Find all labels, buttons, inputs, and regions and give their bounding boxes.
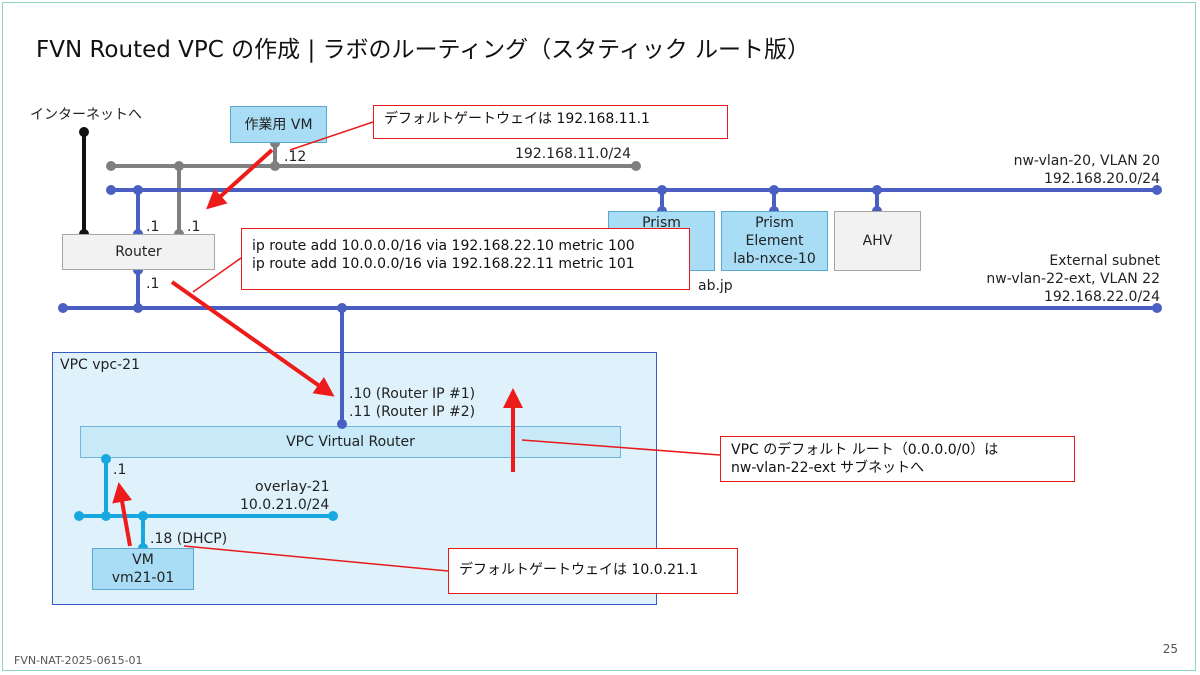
vm-gw-text: デフォルトゲートウェイは 10.0.21.1 (459, 562, 699, 578)
internet-uplink-node-top (79, 127, 89, 137)
arrow-vm-to-gateway (112, 482, 132, 547)
page-number: 25 (1162, 642, 1178, 656)
work-vm-gw-text: デフォルトゲートウェイは 192.168.11.1 (384, 111, 650, 127)
vlan-20-subnet-label: 192.168.20.0/24 (1043, 171, 1160, 187)
footer-code: FVN-NAT-2025-0615-01 (14, 654, 143, 667)
work-vm-gw-callout: デフォルトゲートウェイは 192.168.11.1 (373, 105, 728, 139)
router-11-node-bus (174, 161, 184, 171)
router-ip-11-label: .1 (187, 219, 201, 235)
subnet-11-node-left (106, 161, 116, 171)
slide-title: FVN Routed VPC の作成 | ラボのルーティング（スタティック ルー… (36, 37, 811, 63)
vm-gw-callout-pointer (183, 545, 449, 572)
router-label: Router (115, 244, 162, 260)
vlan-20-node-right (1152, 185, 1162, 195)
router-box[interactable]: Router (62, 234, 215, 270)
work-vm-label: 作業用 VM (244, 116, 313, 133)
subnet-11-node-right (631, 161, 641, 171)
router-ip2-label: .11 (Router IP #2) (349, 404, 476, 420)
overlay-gw-label: .1 (113, 462, 127, 478)
router-ip-20-label: .1 (146, 219, 160, 235)
route-line-2: ip route add 10.0.0.0/16 via 192.168.22.… (252, 256, 635, 272)
route-callout: ip route add 10.0.0.0/16 via 192.168.22.… (241, 228, 690, 290)
vlan-20-node-left (106, 185, 116, 195)
vpc-name-label: VPC vpc-21 (60, 357, 140, 373)
vm-overlay-node-bus (138, 511, 148, 521)
partial-domain-label: ab.jp (698, 278, 733, 294)
vlan-22-subnet-label: 192.168.22.0/24 (1043, 289, 1160, 305)
overlay-subnet-label: 10.0.21.0/24 (240, 497, 330, 513)
vm21-label-1: VM (132, 552, 154, 568)
vpc-default-route-callout: VPC のデフォルト ルート（0.0.0.0/0）は nw-vlan-22-ex… (720, 436, 1075, 482)
vm21-box[interactable]: VM vm21-01 (92, 548, 194, 590)
prism-central-label: Prism (642, 215, 681, 231)
prism-element-box[interactable]: Prism Element lab-nxce-10 (721, 211, 828, 271)
work-vm-box[interactable]: 作業用 VM (230, 106, 327, 143)
vpc-default-line-2: nw-vlan-22-ext サブネットへ (731, 460, 925, 476)
prism-central-node-bus (657, 185, 667, 195)
vpc-default-callout-pointer (521, 439, 721, 456)
overlay-name-label: overlay-21 (255, 479, 330, 495)
vpc-router-uplink-node-router (337, 419, 347, 429)
ahv-box[interactable]: AHV (834, 211, 921, 271)
vpc-virtual-router-label: VPC Virtual Router (286, 434, 415, 450)
router-20-node-bus (133, 185, 143, 195)
overlay-21-node-router (101, 511, 111, 521)
overlay-21-node-left (74, 511, 84, 521)
overlay-21-node-right (328, 511, 338, 521)
prism-element-label-1: Prism (755, 215, 794, 231)
router-ip-22-label: .1 (146, 276, 160, 292)
router-22-node-bus (133, 303, 143, 313)
subnet-11-label: 192.168.11.0/24 (515, 146, 632, 162)
prism-element-label-2: Element (745, 233, 804, 249)
vm-gw-callout: デフォルトゲートウェイは 10.0.21.1 (448, 548, 738, 594)
route-callout-pointer (192, 257, 242, 293)
internet-label: インターネットへ (30, 107, 142, 123)
vlan-22-name-label: nw-vlan-22-ext, VLAN 22 (986, 271, 1160, 287)
work-vm-callout-pointer (289, 121, 374, 151)
ahv-node-bus (872, 185, 882, 195)
ahv-label: AHV (862, 233, 893, 249)
vpc-router-overlay-node-top (101, 454, 111, 464)
vpc-router-uplink-node-bus (337, 303, 347, 313)
ext-subnet-label: External subnet (1049, 253, 1160, 269)
vpc-default-line-1: VPC のデフォルト ルート（0.0.0.0/0）は (731, 442, 999, 458)
route-line-1: ip route add 10.0.0.0/16 via 192.168.22.… (252, 238, 635, 254)
work-vm-ip-label: .12 (284, 149, 307, 165)
prism-element-label-3: lab-nxce-10 (733, 251, 816, 267)
vm-dhcp-label: .18 (DHCP) (150, 531, 228, 547)
prism-element-node-bus (769, 185, 779, 195)
vlan-20-name-label: nw-vlan-20, VLAN 20 (1013, 153, 1160, 169)
vlan-22-node-right (1152, 303, 1162, 313)
arrow-work-vm-to-router (206, 148, 274, 210)
vpc-virtual-router[interactable]: VPC Virtual Router (80, 426, 621, 458)
arrow-router-to-vpc (170, 280, 335, 397)
vlan-22-node-left (58, 303, 68, 313)
vm21-label-2: vm21-01 (111, 570, 175, 586)
work-vm-node-bus (270, 161, 280, 171)
router-ip1-label: .10 (Router IP #1) (349, 386, 476, 402)
